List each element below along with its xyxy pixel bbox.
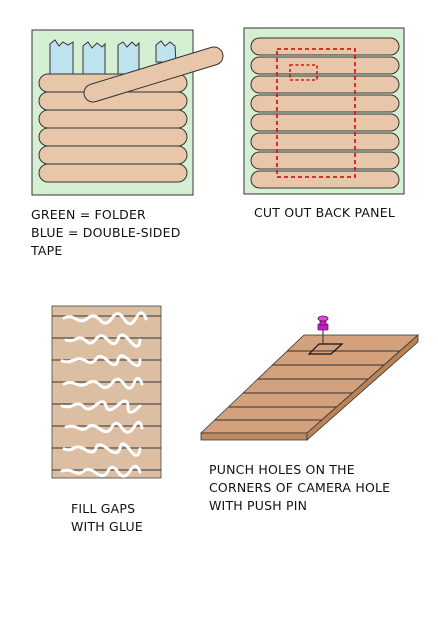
fill-gaps-caption: FILL GAPS WITH GLUE <box>71 500 143 536</box>
wood-panel <box>51 305 162 479</box>
caption-line: PUNCH HOLES ON THE <box>209 462 355 477</box>
push-pin-icon <box>317 315 329 345</box>
wood-board-edge <box>306 334 419 441</box>
caption-line: WITH GLUE <box>71 519 143 534</box>
cut-back-panel-illustration <box>243 27 405 195</box>
plank-seams <box>215 350 400 421</box>
craft-sticks-row <box>250 37 400 189</box>
wood-board-top <box>199 334 420 434</box>
camera-hole-outline <box>307 343 344 355</box>
caption-line: GREEN = FOLDER <box>31 207 146 222</box>
caption-line: CUT OUT BACK PANEL <box>254 205 395 220</box>
punch-holes-illustration <box>199 315 420 441</box>
caption-line: BLUE = DOUBLE-SIDED <box>31 225 181 240</box>
caption-line: TAPE <box>31 243 63 258</box>
caption-line: CORNERS OF CAMERA HOLE <box>209 480 391 495</box>
cut-back-panel-caption: CUT OUT BACK PANEL <box>254 204 395 222</box>
craft-sticks-row <box>38 73 188 183</box>
back-panel-cut-line <box>276 48 356 178</box>
folder-and-tape-illustration <box>31 29 224 196</box>
punch-holes-caption: PUNCH HOLES ON THE CORNERS OF CAMERA HOL… <box>209 461 390 515</box>
caption-line: WITH PUSH PIN <box>209 498 308 513</box>
wood-board-side <box>200 432 308 441</box>
fill-gaps-illustration <box>51 305 162 479</box>
glue-lines <box>60 311 148 478</box>
caption-line: FILL GAPS <box>71 501 136 516</box>
camera-hole-cut-line <box>289 64 318 81</box>
folder-and-tape-caption: GREEN = FOLDER BLUE = DOUBLE-SIDED TAPE <box>31 206 181 260</box>
double-sided-tape-strips <box>49 39 177 79</box>
